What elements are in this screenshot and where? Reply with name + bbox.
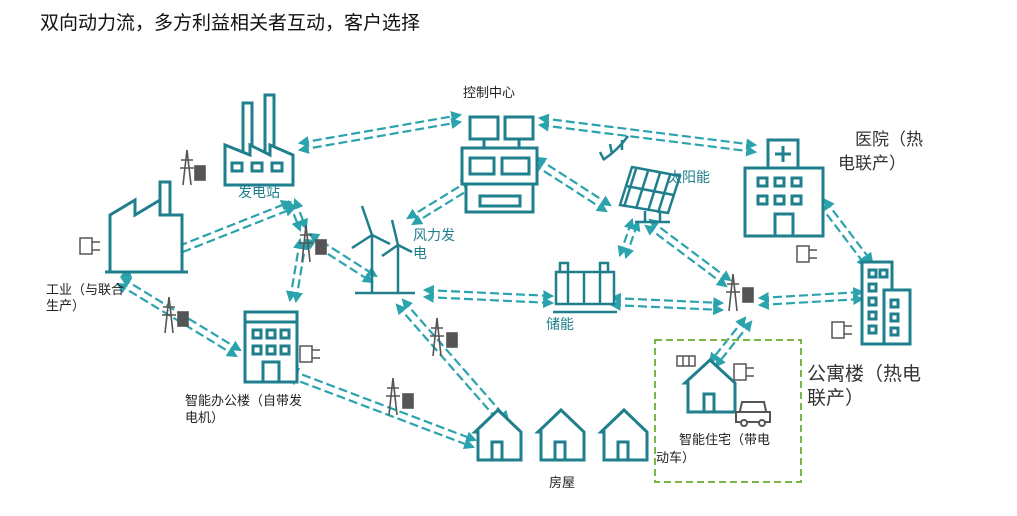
transmission-tower-icon <box>162 296 189 334</box>
link-tower-apartment <box>757 287 865 303</box>
transmission-tower-icon <box>299 224 327 263</box>
link-storage-tower <box>609 292 725 309</box>
control-center-icon <box>460 115 539 214</box>
apartment-building-icon <box>860 260 912 346</box>
link-control-wind <box>406 178 472 220</box>
link-plant-tower <box>293 197 308 231</box>
smart-meter-icons <box>79 237 852 381</box>
transmission-tower-icon <box>386 377 414 416</box>
page-title: 双向动力流，多方利益相关者互动，客户选择 <box>40 12 421 34</box>
house-icon <box>534 407 586 462</box>
electric-car-icon <box>735 401 771 427</box>
transmission-tower-icon <box>430 317 458 357</box>
control-center-label: 控制中心 <box>463 86 516 101</box>
apartment-label-line1: 公寓楼（热电 <box>807 363 922 385</box>
house-icons <box>471 407 649 462</box>
link-plant-control <box>297 111 463 147</box>
hospital-label-line2: 电联产） <box>838 154 906 174</box>
house-icon <box>471 407 523 462</box>
industry-label-line2: 生产） <box>46 299 86 314</box>
solar-label: 太阳能 <box>668 170 710 186</box>
smart-office-building-icon <box>243 310 299 384</box>
solar-mini-icon <box>676 355 696 367</box>
solar-panel-icon <box>598 135 682 224</box>
storage-battery-icon <box>553 261 617 314</box>
link-tower-office <box>286 237 304 303</box>
link-office-houses <box>287 367 478 443</box>
meter-icon <box>796 245 817 263</box>
connection-links <box>115 111 874 450</box>
hospital-icon <box>743 138 825 238</box>
power-plant-icon <box>223 93 295 187</box>
apartment-label-line2: 联产） <box>807 387 865 409</box>
link-storage-solar <box>617 217 635 258</box>
link-control-solar <box>535 156 612 207</box>
transmission-tower-icon <box>726 273 754 312</box>
houses-label: 房屋 <box>549 476 576 491</box>
meter-icon <box>299 345 320 363</box>
power-plant-label: 发电站 <box>238 185 280 201</box>
wind-label-line1: 风力发 <box>413 228 455 244</box>
link-control-hospital <box>537 113 758 150</box>
storage-label: 储能 <box>546 317 574 333</box>
link-wind-storage <box>422 284 555 302</box>
industry-icon <box>105 180 188 274</box>
wind-label-line2: 电 <box>413 246 427 262</box>
meter-icon <box>733 363 754 381</box>
transmission-tower-icons <box>162 149 754 416</box>
industry-label-line1: 工业（与联合 <box>46 283 125 298</box>
hospital-label-line1: 医院（热 <box>855 130 923 150</box>
smart-home-label-line1: 智能住宅（带电 <box>679 433 771 448</box>
meter-icon <box>79 237 100 255</box>
smart-home-icon <box>681 357 737 414</box>
wind-turbine-icon <box>351 205 415 295</box>
house-icon <box>597 407 649 462</box>
smart-home-label-line2: 动车） <box>656 451 696 466</box>
transmission-tower-icon <box>180 149 206 186</box>
office-label-line2: 电机） <box>185 411 225 426</box>
meter-icon <box>831 321 852 339</box>
smart-home-highlight-box <box>654 339 802 483</box>
office-label-line1: 智能办公楼（自带发 <box>185 394 303 409</box>
link-hospital-apartment <box>823 198 874 264</box>
link-solar-tower <box>648 218 732 282</box>
